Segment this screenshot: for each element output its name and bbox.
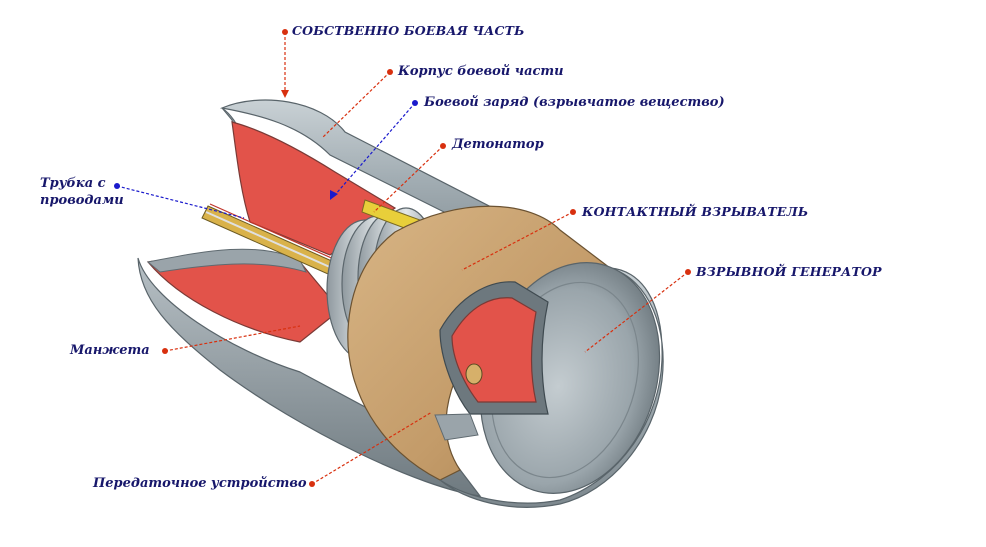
label-transmitter: Передаточное устройство [93,476,307,491]
label-warhead: СОБСТВЕННО БОЕВАЯ ЧАСТЬ [292,23,525,38]
label-wire-tube: Трубка с проводами [40,176,124,208]
label-explosive-generator: ВЗРЫВНОЙ ГЕНЕРАТОР [696,264,882,279]
label-contact-fuse: КОНТАКТНЫЙ ВЗРЫВАТЕЛЬ [582,204,809,219]
label-detonator: Детонатор [452,137,544,152]
label-explosive-charge: Боевой заряд (взрывчатое вещество) [424,95,725,110]
label-warhead-body: Корпус боевой части [398,64,564,79]
contact-fuse-body [347,205,612,481]
label-cuff: Манжета [70,343,150,358]
